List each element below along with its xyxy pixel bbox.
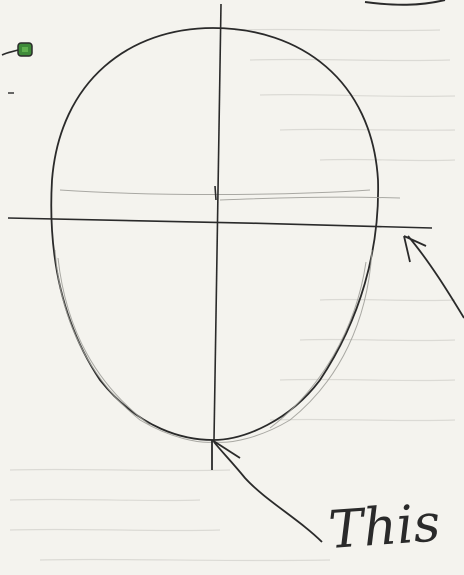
horizontal-guide-line bbox=[8, 218, 432, 228]
arrow-right-icon bbox=[404, 236, 464, 318]
center-tick bbox=[215, 186, 216, 200]
bleed-through-lines bbox=[10, 29, 455, 560]
handwritten-label: This bbox=[327, 493, 442, 561]
corner-stroke bbox=[365, 0, 445, 5]
green-square-icon bbox=[2, 43, 32, 56]
faint-overstrokes bbox=[55, 190, 400, 442]
arrow-up-icon bbox=[212, 440, 322, 542]
